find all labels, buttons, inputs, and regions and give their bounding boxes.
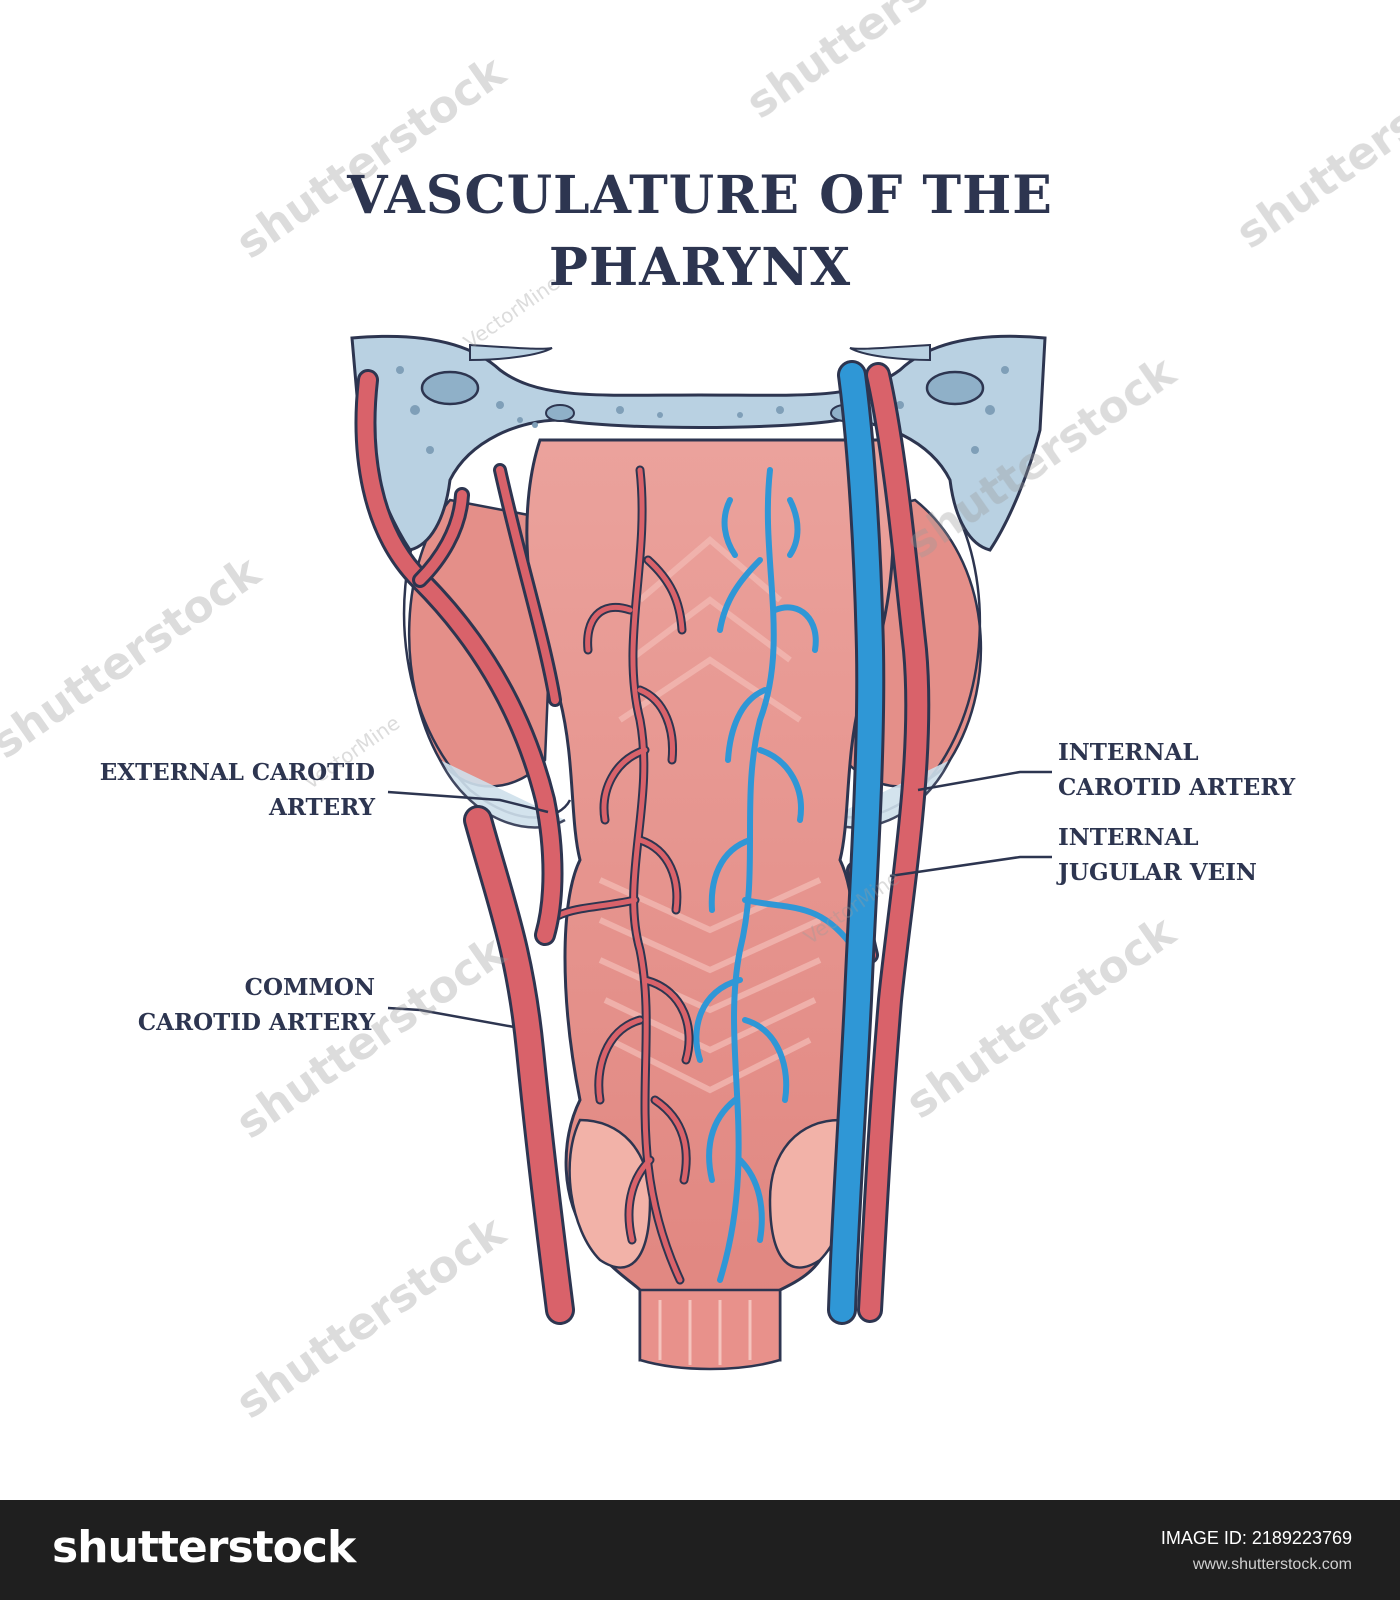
label-leader-lines — [387, 770, 1052, 1029]
label-internal-jugular-line1: INTERNAL — [1058, 824, 1199, 851]
label-external-carotid-line2: ARTERY — [268, 794, 375, 821]
pharynx-anatomy-illustration: VectorMine VectorMine VectorMine shutter… — [0, 0, 1400, 1429]
label-common-carotid-line2: CAROTID ARTERY — [137, 1009, 375, 1036]
label-internal-carotid-line1: INTERNAL — [1058, 739, 1199, 766]
watermark-brand-2: shutterstock — [737, 0, 1026, 129]
watermark-brand-7: shutterstock — [227, 1205, 516, 1429]
brand-logo-text: shutterstock — [52, 1522, 356, 1573]
label-internal-jugular-line2: JUGULAR VEIN — [1058, 859, 1257, 886]
watermark-brand-5: shutterstock — [897, 905, 1186, 1129]
label-internal-carotid-line2: CAROTID ARTERY — [1058, 774, 1296, 801]
label-common-carotid-artery: COMMON CAROTID ARTERY — [138, 970, 375, 1040]
label-internal-carotid-artery: INTERNAL CAROTID ARTERY — [1058, 735, 1295, 805]
image-id-text: IMAGE ID: 2189223769 — [1160, 1528, 1352, 1548]
external-carotid-artery — [354, 369, 564, 946]
pharyngeal-venous-plexus — [693, 467, 858, 1283]
label-internal-jugular-vein: INTERNAL JUGULAR VEIN — [1058, 820, 1257, 890]
watermark-brand-8: shutterstock — [0, 545, 271, 769]
site-url-text: www.shutterstock.com — [1192, 1556, 1352, 1573]
diagram-title-line2: PHARYNX — [548, 237, 852, 298]
label-external-carotid-line1: EXTERNAL CAROTID — [99, 759, 375, 786]
watermark-brand-1: shutterstock — [227, 45, 516, 269]
common-carotid-artery — [463, 805, 575, 1325]
label-common-carotid-line1: COMMON — [244, 974, 375, 1001]
internal-jugular-vein — [827, 360, 886, 1325]
stock-footer-bar: shutterstock IMAGE ID: 2189223769 www.sh… — [0, 1500, 1400, 1600]
diagram-title-line1: VASCULATURE OF THE — [347, 165, 1053, 226]
label-external-carotid-artery: EXTERNAL CAROTID ARTERY — [100, 755, 375, 825]
